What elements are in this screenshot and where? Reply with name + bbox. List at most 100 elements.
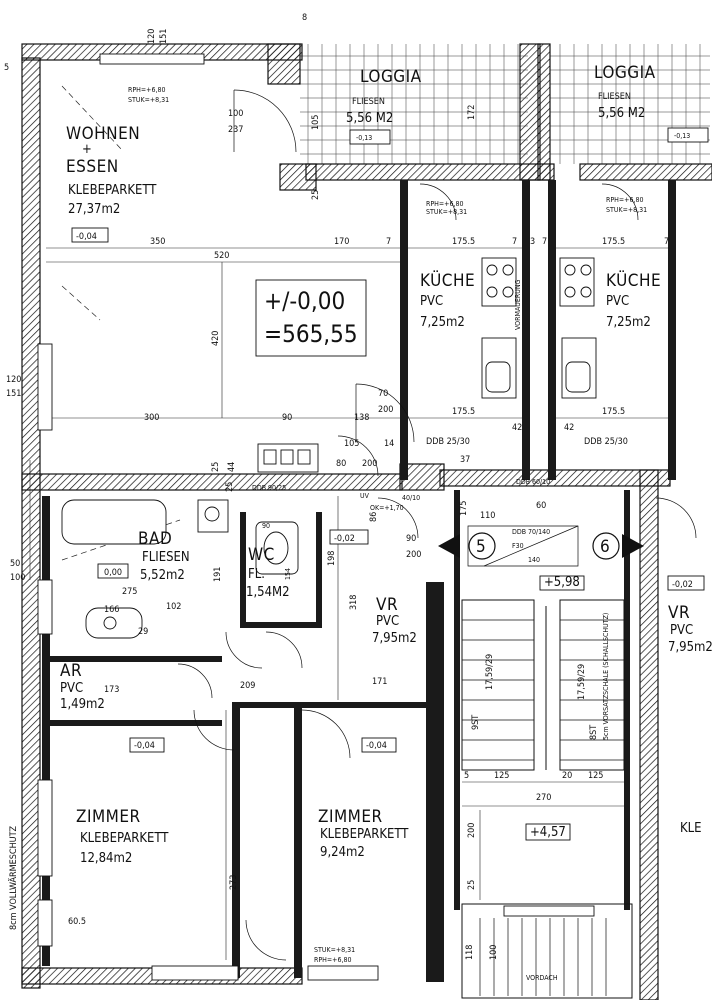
reference-level-1: +/-0,00 <box>264 287 345 315</box>
plan-shape-30 <box>232 702 432 708</box>
plan-shape-95 <box>565 361 591 393</box>
unit-left-number: 5 <box>476 537 486 557</box>
plan-label-128: 237 <box>228 125 243 135</box>
plan-label-95: 25 <box>311 190 321 200</box>
plan-shape-32 <box>624 490 630 910</box>
stair-steps-a: 17,59/29 <box>485 654 495 690</box>
plan-label-107: 200 <box>467 823 477 838</box>
kitchen-stove-left <box>481 257 517 307</box>
plan-shape-74 <box>560 619 624 761</box>
plan-shape-28 <box>232 706 240 978</box>
plan-shape-21 <box>42 496 50 966</box>
stair-steps-c: 9ST <box>471 715 481 730</box>
bad-name: BAD <box>138 529 172 549</box>
plan-label-137: RPH=+6,80 <box>128 86 165 94</box>
loggia-right-floor: FLIESEN <box>598 92 631 102</box>
level-boxes <box>71 127 709 841</box>
plan-label-117: 173 <box>104 685 119 695</box>
plan-label-115: 171 <box>372 677 387 687</box>
kitchen-stove-right <box>559 257 595 307</box>
zimmer-left-level: -0,04 <box>134 741 155 751</box>
windows <box>37 53 595 981</box>
plan-label-74: 300 <box>144 413 159 423</box>
plan-label-111: VORDACH <box>526 974 558 982</box>
plan-label-102: 270 <box>536 793 551 803</box>
plan-shape-18 <box>522 180 530 480</box>
plan-shape-67 <box>37 899 53 947</box>
plan-shape-79 <box>479 918 607 996</box>
reference-box <box>255 279 367 357</box>
plan-label-136: 90 <box>262 522 270 530</box>
loggia-right-name: LOGGIA <box>594 63 656 83</box>
plan-shape-62 <box>601 183 639 221</box>
plan-shape-98 <box>580 264 592 276</box>
kueche-left-name: KÜCHE <box>420 269 475 291</box>
plan-label-114: 318 <box>349 595 359 610</box>
plan-label-108: 25 <box>467 880 477 890</box>
plan-label-109: 118 <box>465 945 475 960</box>
plan-label-60: 120 <box>147 29 157 44</box>
wohnen-level: -0,04 <box>76 232 97 242</box>
plan-label-134: 151 <box>6 389 21 399</box>
plan-label-142: STUK=+8,31 <box>606 206 647 214</box>
fixtures <box>61 257 597 639</box>
ar-name: AR <box>60 661 82 681</box>
plan-shape-57 <box>193 709 235 751</box>
plan-shape-6 <box>267 43 301 85</box>
plan-label-89: 200 <box>362 459 377 469</box>
plan-shape-11 <box>579 163 712 181</box>
exterior-walls <box>21 43 712 1000</box>
reference-level-2: =565,55 <box>264 320 358 348</box>
loggia-right-area: 5,56 M2 <box>598 106 645 121</box>
zimmer-mid-floor: KLEBEPARKETT <box>320 827 409 842</box>
plan-label-59: 5 <box>4 63 9 73</box>
plan-label-91: 37 <box>460 455 470 465</box>
plan-shape-113 <box>361 737 397 753</box>
plan-label-70: 7 <box>542 237 547 247</box>
kueche-left-area: 7,25m2 <box>420 315 465 330</box>
loggia-right-level: -0,13 <box>674 132 690 140</box>
plan-label-144: RPH=+6,80 <box>314 956 351 964</box>
plan-shape-76 <box>467 525 579 567</box>
vr-right-level: -0,02 <box>672 580 693 590</box>
plan-shape-24 <box>240 622 322 628</box>
bathtub <box>61 499 167 545</box>
plan-label-104: 20 <box>562 771 572 781</box>
wc-floor: FL. <box>248 567 265 582</box>
kueche-right-floor: PVC <box>606 294 629 309</box>
plan-shape-114 <box>539 575 585 591</box>
plan-shape-54 <box>225 631 263 669</box>
plan-shape-104 <box>297 449 311 465</box>
plan-shape-99 <box>564 286 576 298</box>
plan-shape-26 <box>42 720 222 726</box>
plan-shape-64 <box>37 343 53 431</box>
plan-shape-78 <box>461 903 633 999</box>
stair-steps-d: 8ST <box>589 725 599 740</box>
plan-label-123: 29 <box>138 627 148 637</box>
plan-shape-29 <box>294 706 302 978</box>
bad-floor: FLIESEN <box>142 550 190 565</box>
plan-label-68: 7 <box>512 237 517 247</box>
stair-steps-b: 17,59/29 <box>577 664 587 700</box>
plan-label-99: 60 <box>536 501 546 511</box>
door-swings <box>177 89 697 961</box>
plan-shape-70 <box>503 905 595 917</box>
wohnen-name: WOHNEN <box>66 124 140 144</box>
plan-label-140: STUK=+8,31 <box>426 208 467 216</box>
loggia-left-name: LOGGIA <box>360 67 422 87</box>
plan-label-129: 105 <box>311 115 321 130</box>
plan-label-130: 172 <box>467 105 477 120</box>
plan-label-65: 170 <box>334 237 349 247</box>
plan-shape-82 <box>103 616 117 630</box>
plan-shape-109 <box>97 563 129 579</box>
plan-shape-60 <box>655 497 697 539</box>
plan-label-79: 70 <box>378 389 388 399</box>
plan-shape-7 <box>519 43 541 181</box>
unit-markers <box>438 532 644 560</box>
plan-label-98: 140 <box>528 556 540 564</box>
plan-shape-97 <box>564 264 576 276</box>
plan-shape-31 <box>454 490 460 910</box>
plan-label-72: 7 <box>664 237 669 247</box>
plan-shape-56 <box>177 663 213 699</box>
labels: WOHNEN + ESSEN KLEBEPARKETT 27,37m2 -0,0… <box>4 13 712 982</box>
